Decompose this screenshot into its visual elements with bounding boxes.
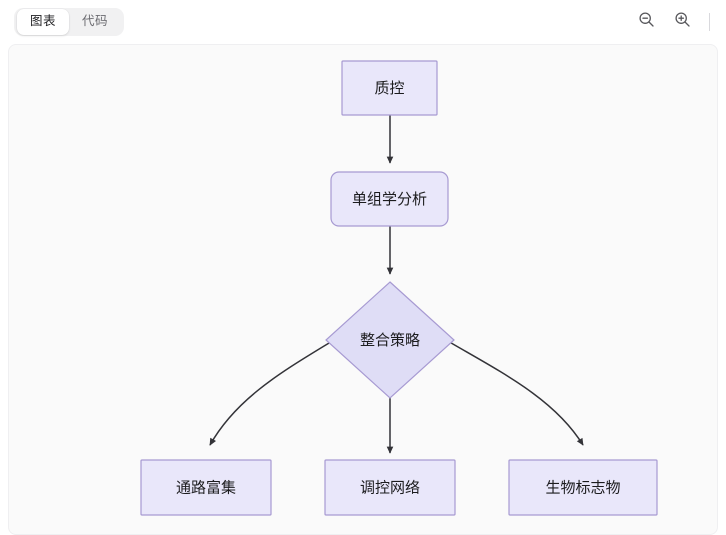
toolbar-actions <box>635 11 712 33</box>
toolbar-divider <box>709 13 710 31</box>
diagram-nodes: 质控 单组学分析 整合策略 通路富集 调控网络 <box>140 60 658 516</box>
node-qc-label: 质控 <box>374 80 404 97</box>
zoom-in-button[interactable] <box>671 11 693 33</box>
node-biomarker-shape <box>508 459 658 516</box>
node-single-omics-analysis-label: 单组学分析 <box>352 191 427 208</box>
tab-code[interactable]: 代码 <box>82 14 109 29</box>
node-integration-strategy[interactable]: 整合策略 <box>325 281 455 399</box>
node-qc-shape <box>341 60 438 116</box>
node-pathway-enrichment[interactable]: 通路富集 <box>140 459 272 516</box>
node-pathway-enrichment-label: 通路富集 <box>176 478 236 496</box>
zoom-in-icon <box>674 11 691 33</box>
edge-strategy-to-biomarker <box>445 339 584 446</box>
diagram-canvas[interactable]: 质控 单组学分析 整合策略 通路富集 调控网络 <box>8 44 718 535</box>
edge-strategy-to-pathway <box>209 339 335 446</box>
zoom-out-icon <box>638 11 655 33</box>
node-qc[interactable]: 质控 <box>341 60 438 116</box>
node-regulatory-network[interactable]: 调控网络 <box>324 459 456 516</box>
node-integration-strategy-shape <box>325 281 455 399</box>
tab-chart[interactable]: 图表 <box>17 9 70 35</box>
node-single-omics-analysis-shape <box>330 171 449 227</box>
node-biomarker-label: 生物标志物 <box>545 479 620 496</box>
node-pathway-enrichment-shape <box>140 459 272 516</box>
node-biomarker[interactable]: 生物标志物 <box>508 459 658 516</box>
node-regulatory-network-label: 调控网络 <box>360 479 420 496</box>
diagram-edges <box>209 115 584 454</box>
node-single-omics-analysis[interactable]: 单组学分析 <box>330 171 449 227</box>
node-regulatory-network-shape <box>324 459 456 516</box>
toolbar: 图表 代码 <box>0 0 726 44</box>
view-mode-tabs: 图表 代码 <box>14 8 125 36</box>
zoom-out-button[interactable] <box>635 11 657 33</box>
node-integration-strategy-label: 整合策略 <box>360 332 420 349</box>
flowchart-diagram: 质控 单组学分析 整合策略 通路富集 调控网络 <box>140 60 658 516</box>
